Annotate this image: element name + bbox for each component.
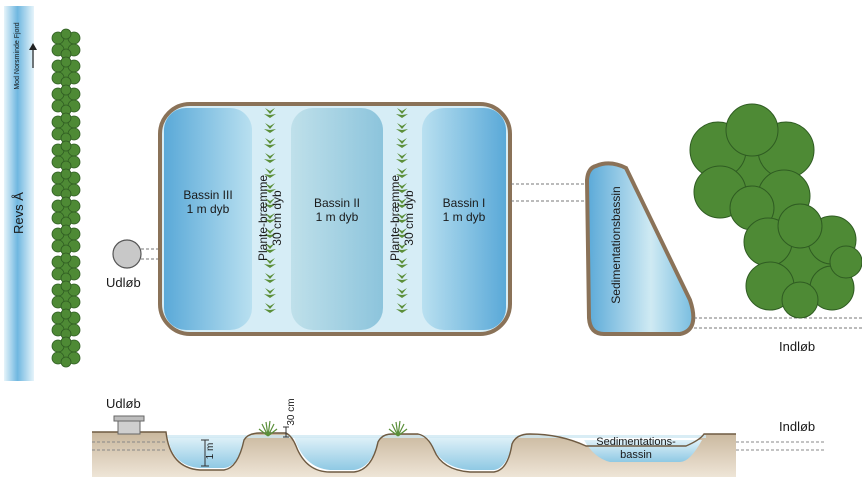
plant-strip-2-name: Plante-bræmme: [388, 174, 402, 262]
basin-3-name: Bassin III: [183, 188, 233, 202]
plant-strip-2-label: Plante-bræmme 30 cm dyb: [388, 170, 416, 266]
basin-2-depth: 1 m dyb: [315, 210, 359, 224]
depth-1m-label: 1 m: [205, 442, 216, 460]
plant-strip-1-label: Plante-bræmme 30 cm dyb: [256, 170, 284, 266]
outlet-label: Udløb: [106, 275, 141, 290]
sedimentation-basin: [584, 161, 696, 336]
section-sed-label-line1: Sedimentations-: [596, 436, 676, 448]
basin-1-water: [422, 108, 506, 330]
depth-30cm-label: 30 cm: [286, 398, 297, 426]
section-outlet-well: [117, 419, 141, 435]
section-water-1: [428, 437, 514, 470]
plant-strip-1: [264, 108, 276, 313]
tree-2: [743, 203, 862, 319]
river: [4, 6, 34, 381]
flow-arrow-icon: [29, 43, 37, 68]
basin-3-depth: 1 m dyb: [186, 202, 230, 216]
basin-2-label: Bassin II 1 m dyb: [298, 196, 376, 224]
section-sed-label-line2: bassin: [620, 449, 652, 461]
plant-strip-1-depth: 30 cm dyb: [270, 190, 284, 246]
basin-3-label: Bassin III 1 m dyb: [170, 188, 246, 216]
river-direction-label: Mod Norsminde Fjord: [14, 22, 21, 90]
section-sed-label: Sedimentations- bassin: [584, 436, 688, 462]
section-water-3: [168, 437, 245, 468]
inlet-label: Indløb: [779, 339, 816, 354]
basin-1-depth: 1 m dyb: [442, 210, 486, 224]
plant-strip-1-name: Plante-bræmme: [256, 174, 270, 262]
section-water-2: [294, 437, 380, 470]
basin-1-label: Bassin I 1 m dyb: [428, 196, 500, 224]
basin-2-water: [291, 108, 383, 330]
section-outlet-label: Udløb: [106, 396, 141, 411]
plant-strip-2-depth: 30 cm dyb: [402, 190, 416, 246]
basin-3-water: [164, 108, 252, 330]
hedge: [51, 28, 81, 368]
cross-section: [92, 415, 826, 477]
river-name: Revs Å: [11, 192, 26, 234]
reed-icon: [258, 420, 408, 437]
basin-2-name: Bassin II: [313, 196, 361, 210]
section-inlet-label: Indløb: [779, 419, 816, 434]
section-soil: [92, 432, 736, 477]
outlet-well: [112, 239, 142, 269]
basin-1-name: Bassin I: [442, 196, 486, 210]
sedimentation-label: Sedimentationsbassin: [609, 186, 623, 304]
